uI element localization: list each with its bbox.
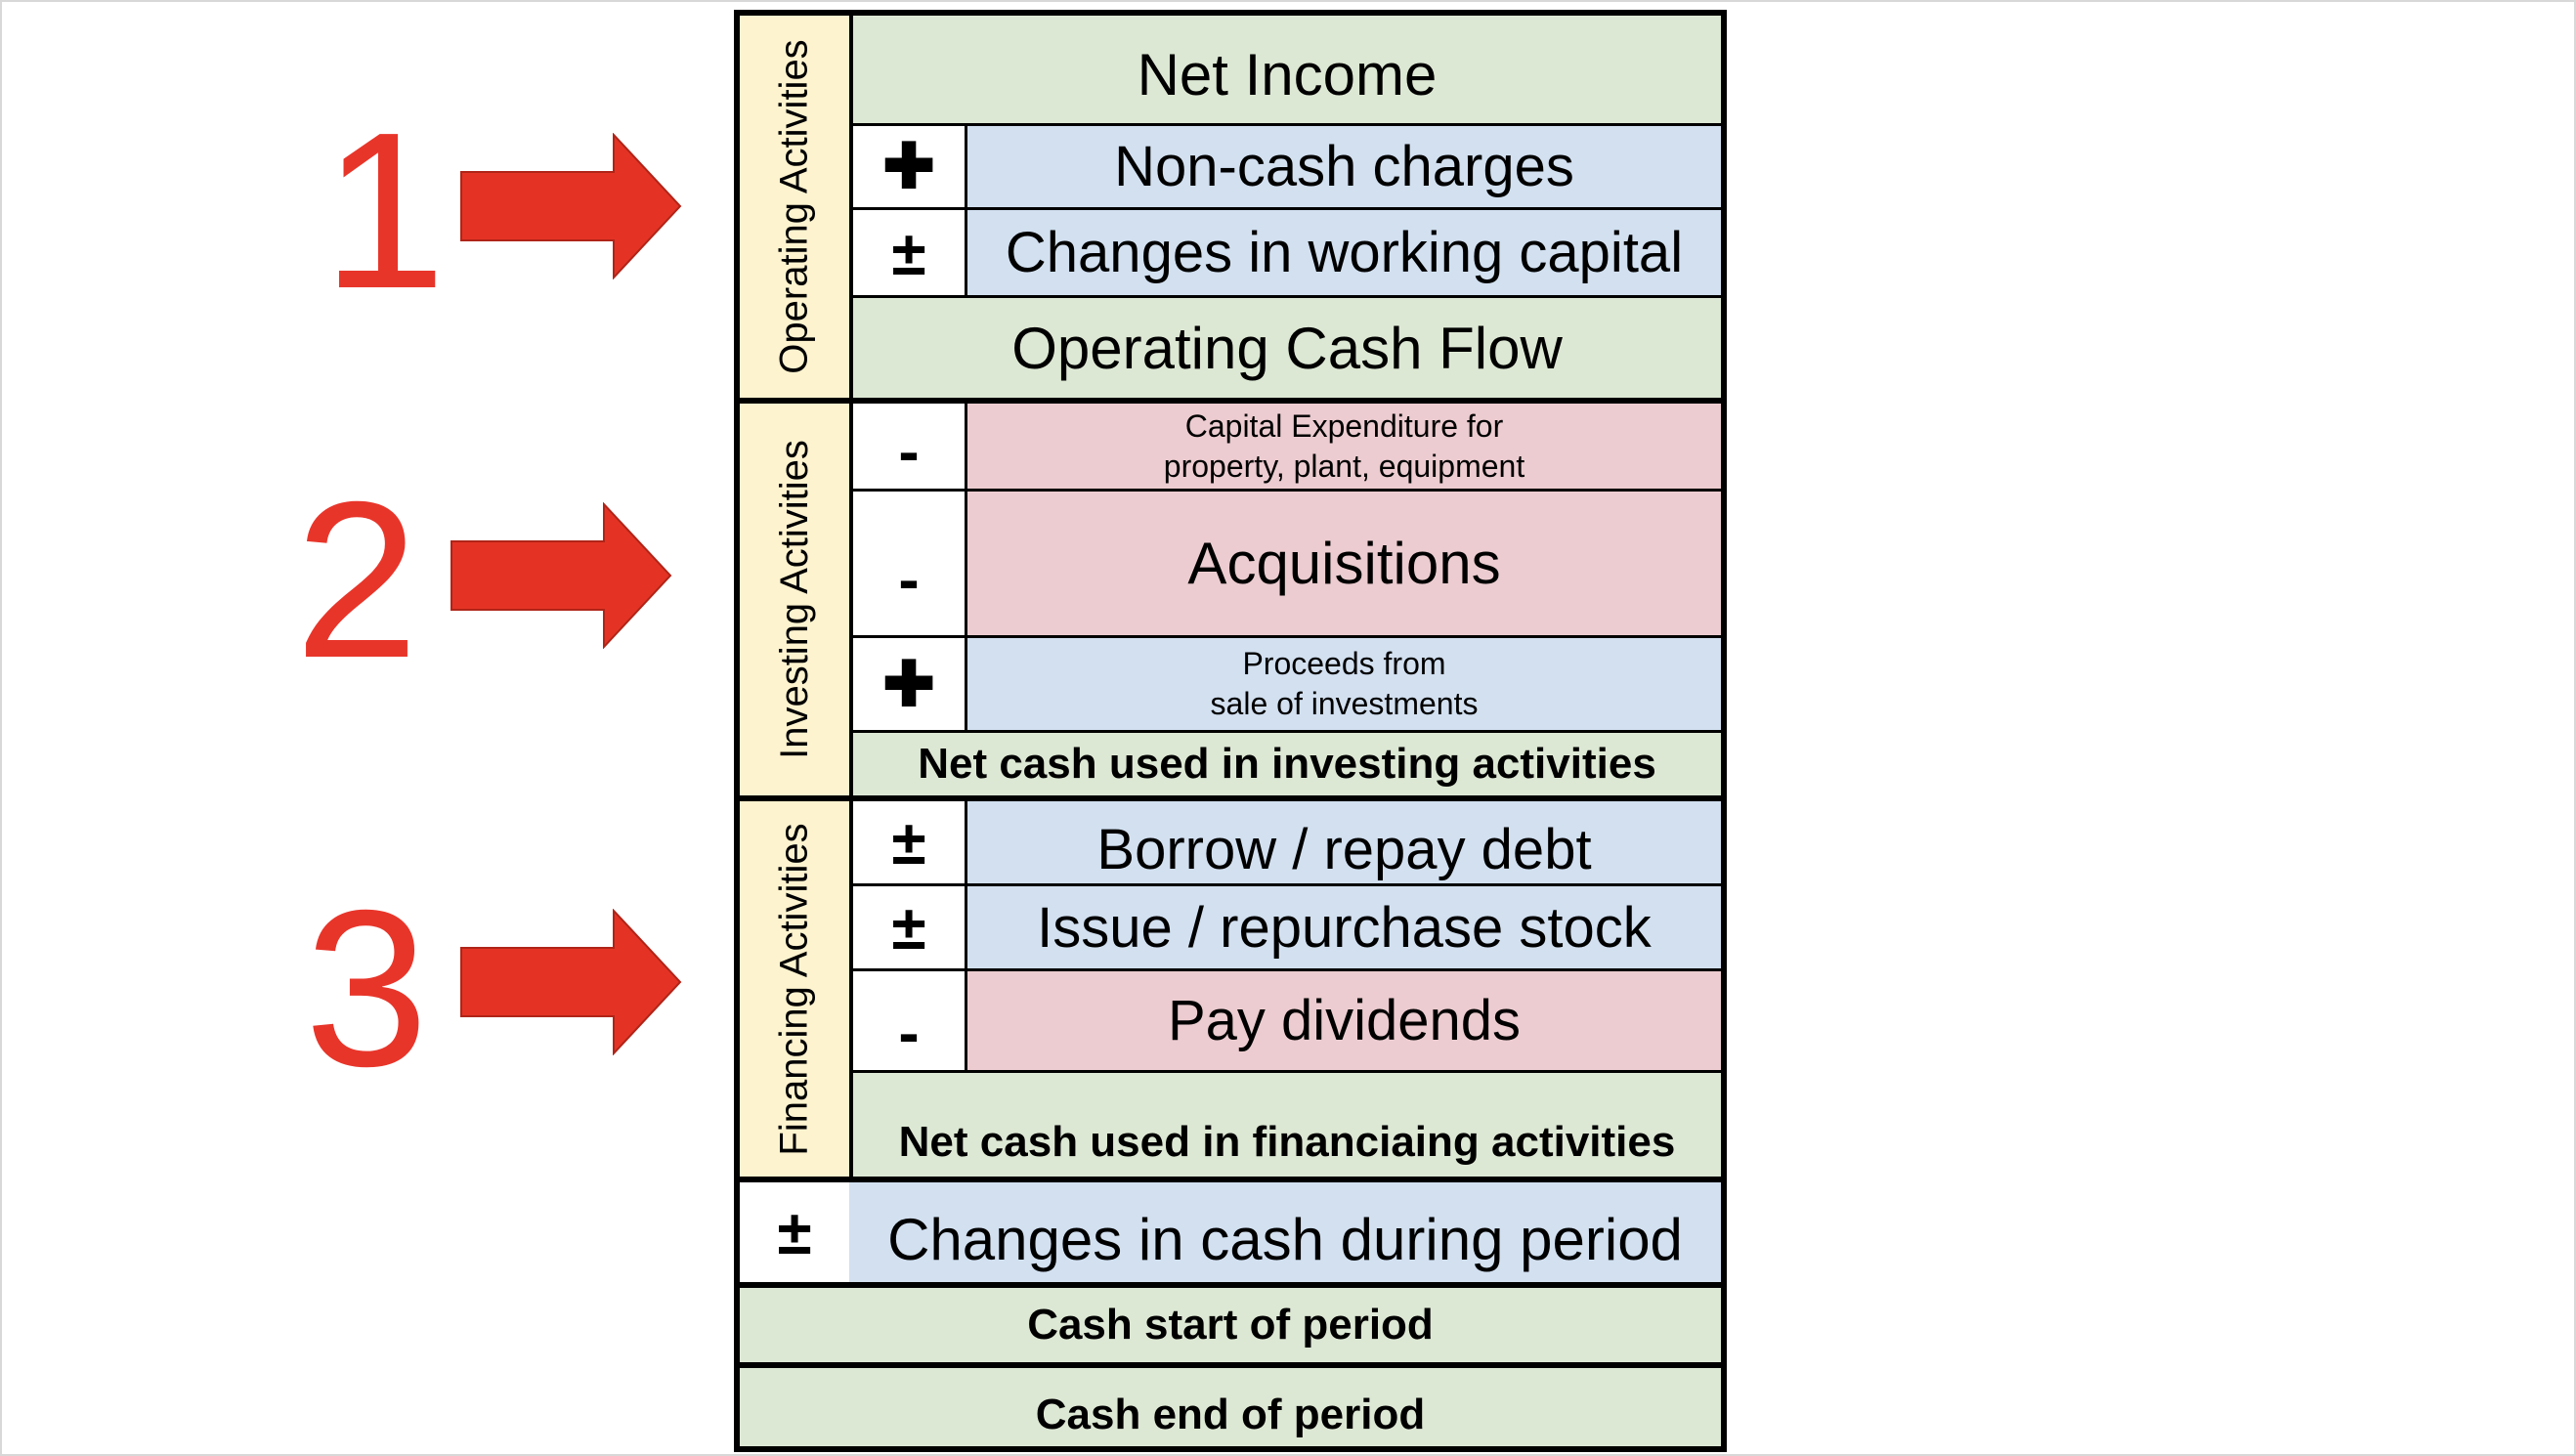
minus-sign: - [853, 492, 965, 635]
cash-start-row: Cash start of period [740, 1288, 1721, 1362]
divider [853, 968, 1721, 971]
plus-sign: ✚ [853, 126, 965, 207]
net-financing-row: Net cash used in financiaing activities [853, 1073, 1721, 1177]
plus-minus-sign: ± [853, 210, 965, 295]
step-number-2: 2 [294, 456, 419, 705]
plus-minus-sign: ± [853, 801, 965, 883]
minus-sign: - [853, 971, 965, 1070]
plus-minus-sign: ± [740, 1182, 849, 1282]
plus-sign: ✚ [853, 638, 965, 730]
plus-minus-sign: ± [853, 886, 965, 968]
section-divider [740, 398, 1721, 404]
step-number-1: 1 [322, 87, 447, 335]
net-income-row: Net Income [853, 16, 1721, 123]
capex-line-1: Capital Expenditure for [1184, 407, 1504, 444]
divider [965, 123, 967, 298]
divider [853, 730, 1721, 733]
minus-sign: - [853, 404, 965, 489]
divider [853, 1070, 1721, 1073]
cash-flow-table: Operating Activities Investing Activitie… [734, 10, 1727, 1452]
non-cash-charges-row: Non-cash charges [967, 126, 1721, 207]
section-divider [740, 1177, 1721, 1182]
divider [853, 635, 1721, 638]
proceeds-line-2: sale of investments [1210, 686, 1479, 721]
divider [853, 295, 1721, 298]
net-investing-row: Net cash used in investing activities [853, 733, 1721, 795]
divider [849, 16, 853, 1177]
section-divider [740, 1282, 1721, 1288]
proceeds-row: Proceeds from sale of investments [967, 638, 1721, 730]
operating-cash-flow-row: Operating Cash Flow [853, 298, 1721, 398]
divider [853, 883, 1721, 886]
divider [853, 123, 1721, 126]
arrow-right-icon [460, 133, 682, 279]
financing-activities-label: Financing Activities [740, 801, 849, 1177]
working-capital-row: Changes in working capital [967, 210, 1721, 295]
section-divider [740, 1362, 1721, 1368]
cash-end-row: Cash end of period [740, 1368, 1721, 1446]
capex-row: Capital Expenditure for property, plant,… [967, 404, 1721, 489]
arrow-right-icon [460, 909, 682, 1055]
investing-activities-label: Investing Activities [740, 404, 849, 795]
operating-activities-label: Operating Activities [740, 16, 849, 398]
changes-in-cash-row: Changes in cash during period [849, 1182, 1721, 1282]
proceeds-line-1: Proceeds from [1242, 646, 1446, 681]
issue-repurchase-stock-row: Issue / repurchase stock [967, 886, 1721, 968]
step-number-3: 3 [304, 865, 429, 1113]
divider [853, 207, 1721, 210]
borrow-repay-debt-row: Borrow / repay debt [967, 801, 1721, 883]
divider [853, 489, 1721, 492]
arrow-right-icon [451, 502, 672, 649]
divider [965, 801, 967, 1073]
section-divider [740, 795, 1721, 801]
pay-dividends-row: Pay dividends [967, 971, 1721, 1070]
capex-line-2: property, plant, equipment [1163, 448, 1525, 484]
divider [965, 404, 967, 733]
acquisitions-row: Acquisitions [967, 492, 1721, 635]
